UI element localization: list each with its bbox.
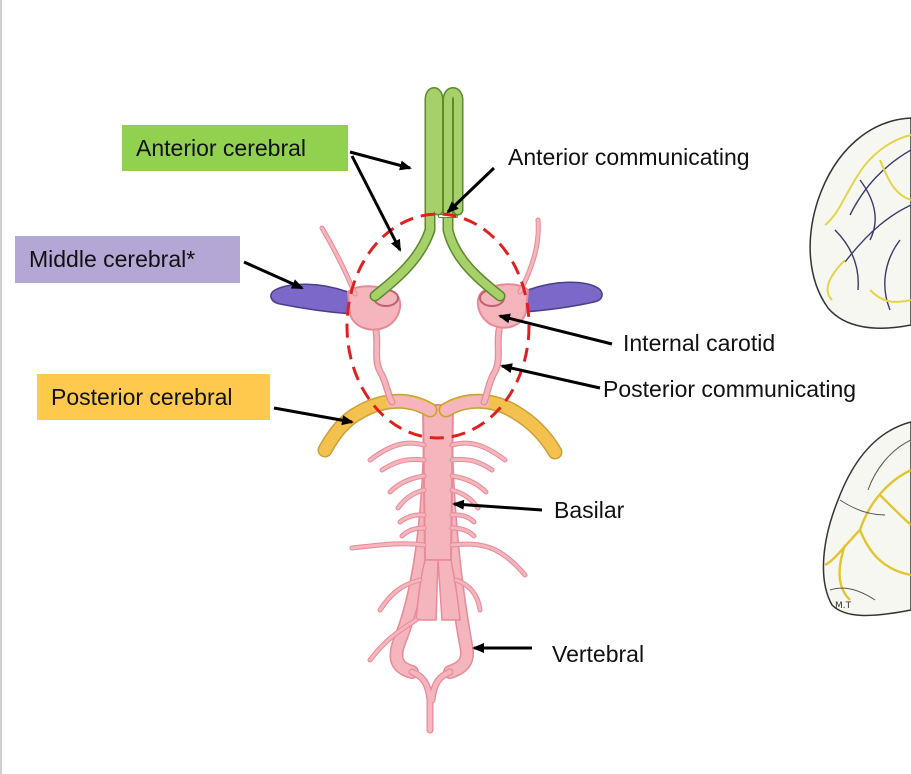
brain-medial-sketch: M.T [822, 421, 911, 617]
middle-cerebral-vessels [270, 281, 603, 315]
brain-lateral-sketch [809, 117, 911, 329]
label-anterior-communicating: Anterior communicating [508, 144, 750, 170]
arrow-anterior-cerebral-1 [349, 150, 412, 171]
label-middle-cerebral-text: Middle cerebral* [29, 246, 196, 272]
label-basilar: Basilar [554, 497, 625, 523]
circle-of-willis-illustration [270, 87, 603, 734]
arrow-anterior-communicating [446, 166, 496, 214]
arrow-internal-carotid [498, 313, 613, 346]
label-middle-cerebral: Middle cerebral* [15, 236, 240, 283]
label-posterior-communicating: Posterior communicating [603, 376, 857, 402]
anterior-cerebral-vessels [369, 87, 506, 302]
svg-text:M.T: M.T [835, 601, 852, 611]
label-posterior-cerebral-text: Posterior cerebral [51, 383, 233, 410]
posterior-communicating-vessels [371, 321, 504, 406]
arrow-anterior-cerebral-2 [350, 155, 402, 252]
label-posterior-cerebral: Posterior cerebral [37, 374, 270, 420]
arrow-middle-cerebral [243, 260, 304, 290]
basilar-artery [415, 404, 461, 621]
label-internal-carotid: Internal carotid [623, 330, 776, 356]
basilar-branches-fill [350, 441, 527, 662]
posterior-cerebral-vessels [317, 393, 563, 460]
pointer-arrows [243, 150, 613, 653]
arrow-posterior-cerebral [273, 406, 354, 426]
label-anterior-cerebral-text: Anterior cerebral [136, 134, 307, 161]
arrow-basilar [452, 499, 543, 512]
circle-of-willis-outline [345, 212, 531, 440]
arrow-posterior-communicating [500, 363, 601, 390]
label-vertebral: Vertebral [552, 641, 645, 667]
label-anterior-cerebral: Anterior cerebral [122, 125, 348, 171]
